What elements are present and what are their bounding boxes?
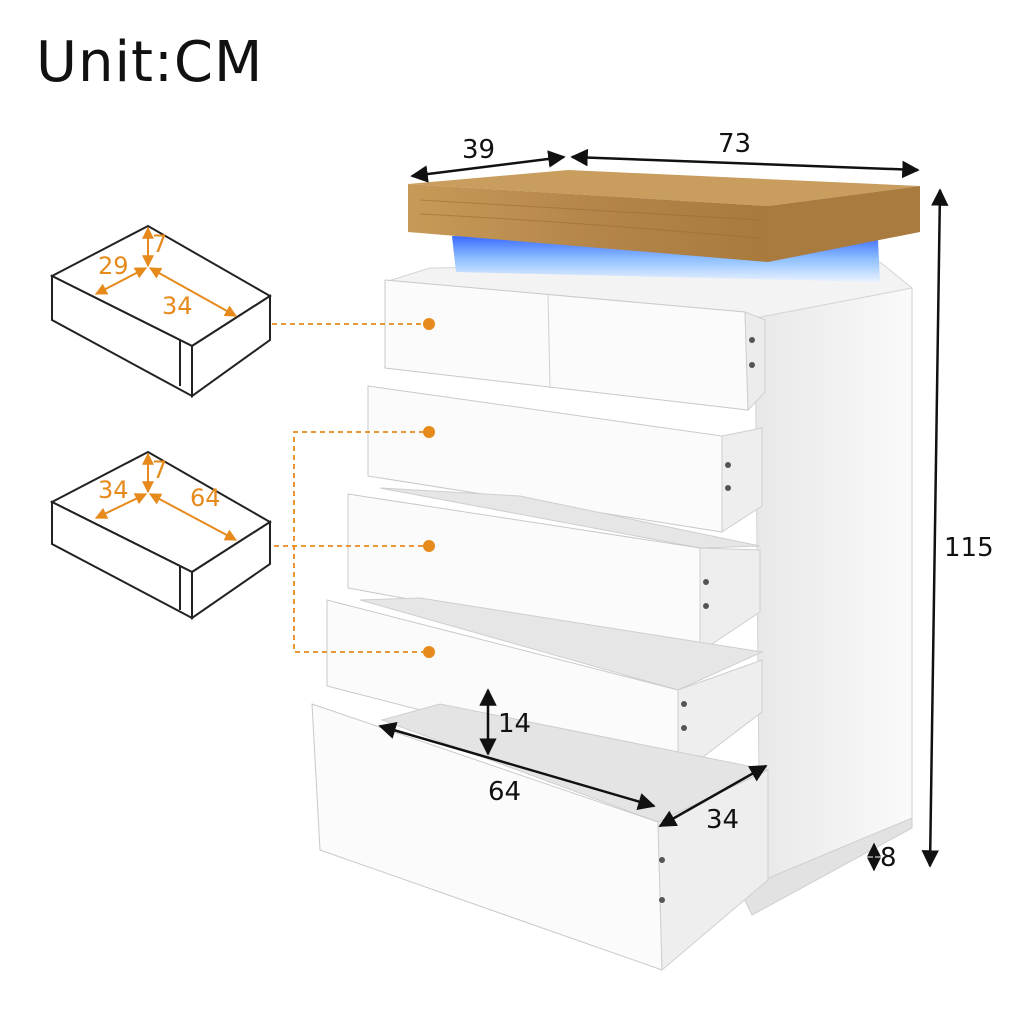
- drawer-3: [347, 487, 761, 653]
- small-drawer-detail: [49, 224, 272, 398]
- dim-drawer-height: 14: [498, 709, 531, 739]
- leader-lines: [272, 323, 424, 653]
- dim-drawer-depth: 34: [706, 805, 739, 835]
- small-drawer-depth: 29: [98, 252, 129, 280]
- drawer-2: [367, 385, 763, 533]
- dim-top-width: 73: [718, 129, 751, 159]
- large-drawer-depth: 34: [98, 476, 129, 504]
- unit-label: Unit:CM: [36, 30, 264, 95]
- dim-drawer-length: 64: [488, 777, 521, 807]
- drawer-1: [384, 279, 766, 412]
- dim-top-depth: 39: [462, 135, 495, 165]
- small-drawer-height: 7: [152, 230, 167, 258]
- large-drawer-height: 7: [152, 456, 167, 484]
- dimension-lines: [378, 148, 949, 872]
- leader-dots: [423, 318, 435, 658]
- cabinet-side: [739, 287, 913, 916]
- dim-leg-height: 8: [880, 843, 897, 873]
- dim-total-height: 115: [944, 533, 994, 563]
- large-drawer-detail: [49, 450, 272, 620]
- large-drawer-width: 64: [190, 484, 221, 512]
- small-drawer-width: 34: [162, 292, 193, 320]
